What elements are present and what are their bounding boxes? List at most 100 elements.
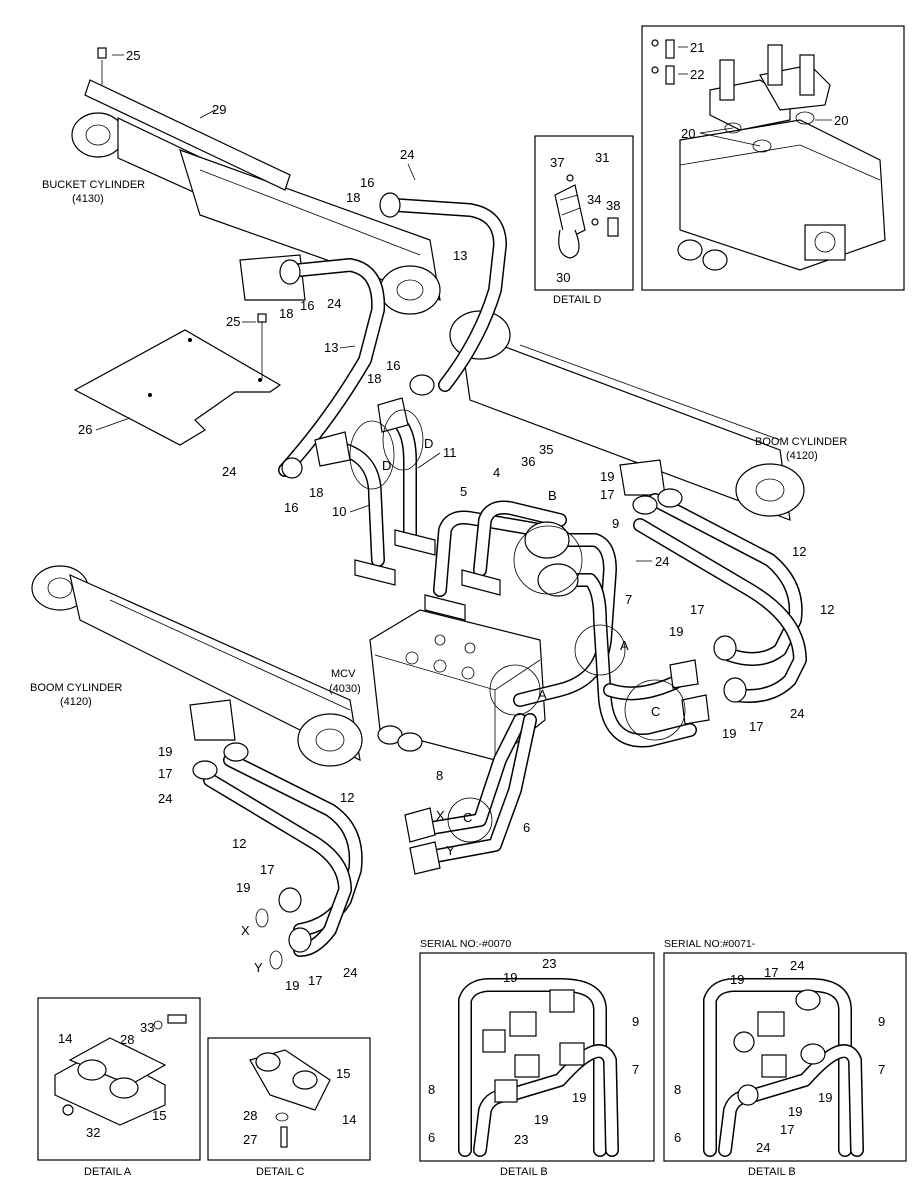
detail-marker-circles: [349, 409, 686, 843]
callout-24c: 24: [222, 464, 236, 479]
cover-plate-26: [73, 313, 282, 446]
pipe-12-right: [633, 493, 807, 703]
callout-26: 26: [78, 422, 92, 437]
detail-b-early-box: SERIAL NO:-#0070 19 23 9 8 7 19 19 6 23 …: [419, 938, 655, 1178]
detail-mark-b: B: [548, 488, 557, 503]
callout-21: 21: [690, 40, 704, 55]
mcv-code: (4030): [329, 683, 361, 695]
callout-17-l3: 17: [308, 973, 322, 988]
callout-6: 6: [523, 820, 530, 835]
callout-20b: 20: [834, 113, 848, 128]
pipe-12-left: [203, 753, 363, 957]
detail-b2-6: 6: [674, 1130, 681, 1145]
callout-34: 34: [587, 192, 601, 207]
callout-19-r2: 19: [669, 624, 683, 639]
callout-25-top: 25: [126, 48, 140, 63]
mcv-label: MCV: [331, 668, 356, 680]
detail-d-caption: DETAIL D: [553, 294, 601, 306]
detail-b2-17b: 17: [780, 1122, 794, 1137]
pipe-13-upper: [388, 198, 507, 392]
detail-b1-19b: 19: [534, 1112, 548, 1127]
detail-b2-8: 8: [674, 1082, 681, 1097]
pipe-5: [433, 510, 547, 597]
boom-cylinder-right: [449, 310, 805, 521]
detail-b1-23b: 23: [514, 1132, 528, 1147]
detail-c-caption: DETAIL C: [256, 1166, 304, 1178]
callout-19-l: 19: [158, 744, 172, 759]
callout-18d: 18: [367, 371, 381, 386]
pipe-4: [473, 500, 567, 577]
callout-22: 22: [690, 67, 704, 82]
mcv-valve: [369, 609, 546, 761]
detail-a-14: 14: [58, 1031, 72, 1046]
callout-10: 10: [332, 504, 346, 519]
callout-17-r: 17: [600, 487, 614, 502]
callout-24-r: 24: [655, 554, 669, 569]
serial-early: SERIAL NO:-#0070: [420, 938, 511, 950]
detail-c-14: 14: [342, 1112, 356, 1127]
detail-mark-c2: C: [463, 810, 472, 825]
callout-9: 9: [612, 516, 619, 531]
boom-cylinder-left-code: (4120): [60, 696, 92, 708]
callout-11: 11: [443, 445, 457, 460]
callout-19-r3: 19: [722, 726, 736, 741]
port-mark-y2: Y: [254, 960, 263, 975]
callout-37: 37: [550, 155, 564, 170]
callout-19-l3: 19: [285, 978, 299, 993]
detail-b2-19c: 19: [818, 1090, 832, 1105]
pipe-6: [418, 713, 537, 865]
callout-24-l2: 24: [343, 965, 357, 980]
mcv-inset-box: 21 22 20 20: [641, 25, 905, 291]
detail-b1-19c: 19: [572, 1090, 586, 1105]
pipe-10: [338, 443, 385, 567]
callout-16c: 16: [284, 500, 298, 515]
callout-17-l2: 17: [260, 862, 274, 877]
callout-31: 31: [595, 150, 609, 165]
callout-19-l2: 19: [236, 880, 250, 895]
detail-mark-a1: A: [620, 638, 629, 653]
detail-mark-d1: D: [424, 436, 433, 451]
callout-25b: 25: [226, 314, 240, 329]
callout-18a: 18: [346, 190, 360, 205]
callout-19-r: 19: [600, 469, 614, 484]
callout-20a: 20: [681, 126, 695, 141]
plate-29: [84, 47, 291, 191]
callout-17-l: 17: [158, 766, 172, 781]
detail-b2-caption: DETAIL B: [748, 1166, 796, 1178]
flange-blocks: [192, 192, 747, 953]
port-mark-x: X: [436, 808, 445, 823]
detail-b1-7: 7: [632, 1062, 639, 1077]
callout-13b: 13: [324, 340, 338, 355]
detail-b2-17: 17: [764, 965, 778, 980]
detail-c-box: 15 28 14 27 DETAIL C: [207, 1037, 371, 1178]
boom-cylinder-left: [31, 565, 363, 767]
boom-cylinder-right-label: BOOM CYLINDER: [755, 436, 847, 448]
detail-b1-6: 6: [428, 1130, 435, 1145]
callout-36: 36: [521, 454, 535, 469]
callout-24b: 24: [327, 296, 341, 311]
detail-c-15: 15: [336, 1066, 350, 1081]
detail-b2-24a: 24: [790, 958, 804, 973]
detail-b2-9: 9: [878, 1014, 885, 1029]
callout-24a: 24: [400, 147, 414, 162]
detail-a-caption: DETAIL A: [84, 1166, 132, 1178]
callout-17-r3: 17: [749, 719, 763, 734]
detail-c-28: 28: [243, 1108, 257, 1123]
callout-29: 29: [212, 102, 226, 117]
detail-b2-24b: 24: [756, 1140, 770, 1155]
detail-a-15: 15: [152, 1108, 166, 1123]
boom-cylinder-right-code: (4120): [786, 450, 818, 462]
pipe-13-lower: [278, 258, 386, 477]
detail-d-box: 37 31 34 38 30 DETAIL D: [534, 135, 634, 306]
detail-mark-d2: D: [382, 458, 391, 473]
callout-13a: 13: [453, 248, 467, 263]
detail-a-33: 33: [140, 1020, 154, 1035]
pipe-8: [413, 713, 527, 837]
callout-7: 7: [625, 592, 632, 607]
detail-b-late-box: SERIAL NO:#0071- 19 17 24 9 8 7 19 19 6 …: [663, 938, 907, 1178]
port-mark-y: Y: [446, 843, 455, 858]
bucket-cylinder: [71, 112, 441, 315]
callout-38: 38: [606, 198, 620, 213]
callout-12-l1: 12: [340, 790, 354, 805]
callout-12-l2: 12: [232, 836, 246, 851]
